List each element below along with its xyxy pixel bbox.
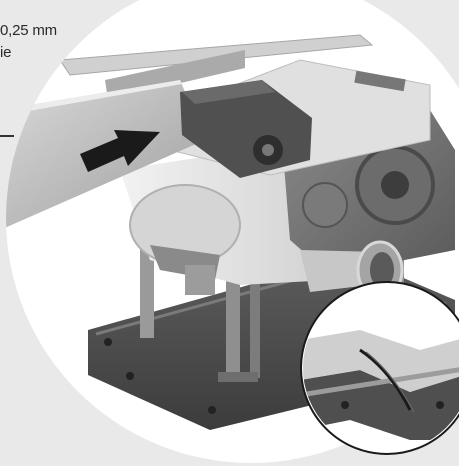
feed-arrow-icon [80,130,160,172]
base-bolt [104,338,112,346]
base-bolt [126,372,134,380]
feeler-gauge-icon [303,284,459,452]
caption-line-2: ie [0,44,12,61]
base-bolt [208,406,216,414]
caption-line-1: 0,25 mm [0,22,57,39]
caption: 0,25 mm ie [0,20,57,64]
feeler-gauge [359,348,412,411]
leg-front-2 [250,198,260,378]
caption-dash [0,135,14,137]
rail [59,34,374,76]
